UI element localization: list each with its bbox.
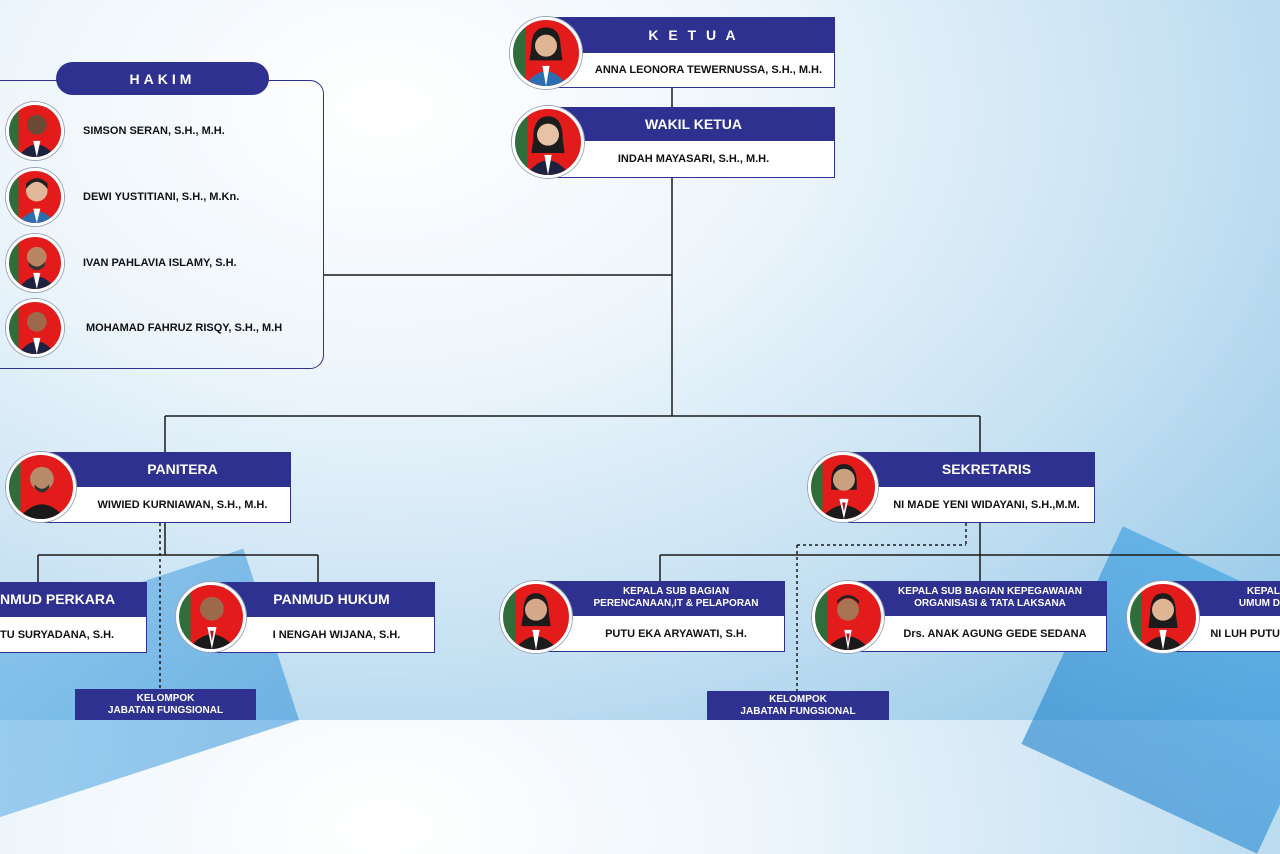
title-line: PERENCANAAN,IT & PELAPORAN [593, 598, 759, 609]
kelompok-line: KELOMPOK [136, 692, 195, 704]
avatar [808, 452, 878, 522]
avatar [1127, 581, 1199, 653]
avatar [6, 234, 64, 292]
wakil-ketua-title: WAKIL KETUA [552, 107, 835, 140]
avatar [812, 581, 884, 653]
kasub-perencanaan-title: KEPALA SUB BAGIAN PERENCANAAN,IT & PELAP… [537, 581, 785, 615]
kelompok-line: JABATAN FUNGSIONAL [740, 705, 856, 717]
panmud-hukum-name: I NENGAH WIJANA, S.H. [208, 616, 435, 653]
avatar [6, 452, 76, 522]
avatar [6, 299, 64, 357]
title-line: KEPAL [1246, 586, 1280, 597]
hakim-name: SIMSON SERAN, S.H., M.H. [83, 125, 225, 137]
kasub-kepegawaian-name: Drs. ANAK AGUNG GEDE SEDANA [853, 615, 1107, 652]
avatar [510, 17, 582, 89]
hakim-name: MOHAMAD FAHRUZ RISQY, S.H., M.H [86, 322, 283, 334]
panmud-perkara-title: NMUD PERKARA [0, 582, 147, 616]
kasub-perencanaan-name: PUTU EKA ARYAWATI, S.H. [537, 615, 785, 652]
ketua-name: ANNA LEONORA TEWERNUSSA, S.H., M.H. [552, 52, 835, 88]
avatar [176, 582, 246, 652]
hakim-name: IVAN PAHLAVIA ISLAMY, S.H. [83, 257, 237, 269]
panmud-hukum-title: PANMUD HUKUM [208, 582, 435, 616]
title-line: ORGANISASI & TATA LAKSANA [914, 598, 1066, 609]
hakim-member: DEWI YUSTITIANI, S.H., M.Kn. [6, 168, 316, 226]
hakim-name: DEWI YUSTITIANI, S.H., M.Kn. [83, 191, 240, 203]
kelompok-jabatan-fungsional-right: KELOMPOK JABATAN FUNGSIONAL [707, 691, 889, 720]
panmud-perkara-name: TU SURYADANA, S.H. [0, 616, 147, 653]
hakim-title: HAKIM [56, 62, 269, 95]
kasub-kepegawaian-title: KEPALA SUB BAGIAN KEPEGAWAIAN ORGANISASI… [853, 581, 1107, 615]
hakim-member: MOHAMAD FAHRUZ RISQY, S.H., M.H [6, 299, 316, 357]
sekretaris-title: SEKRETARIS [848, 452, 1095, 486]
avatar [6, 102, 64, 160]
kelompok-line: JABATAN FUNGSIONAL [107, 704, 224, 716]
avatar [500, 581, 572, 653]
kelompok-line: KELOMPOK [769, 693, 827, 705]
hakim-member: SIMSON SERAN, S.H., M.H. [6, 102, 316, 160]
title-line: UMUM D [1238, 598, 1280, 609]
panitera-title: PANITERA [44, 452, 291, 486]
panitera-name: WIWIED KURNIAWAN, S.H., M.H. [44, 486, 291, 523]
kelompok-jabatan-fungsional-left: KELOMPOK JABATAN FUNGSIONAL [75, 689, 256, 720]
title-line: KEPALA SUB BAGIAN KEPEGAWAIAN [898, 586, 1082, 597]
org-connector-lines [37, 88, 1280, 692]
avatar [512, 106, 584, 178]
wakil-ketua-name: INDAH MAYASARI, S.H., M.H. [552, 140, 835, 178]
sekretaris-name: NI MADE YENI WIDAYANI, S.H.,M.M. [848, 486, 1095, 523]
avatar [6, 168, 64, 226]
title-line: KEPALA SUB BAGIAN [622, 586, 730, 597]
hakim-member: IVAN PAHLAVIA ISLAMY, S.H. [6, 234, 316, 292]
ketua-title: K E T U A [552, 17, 835, 52]
